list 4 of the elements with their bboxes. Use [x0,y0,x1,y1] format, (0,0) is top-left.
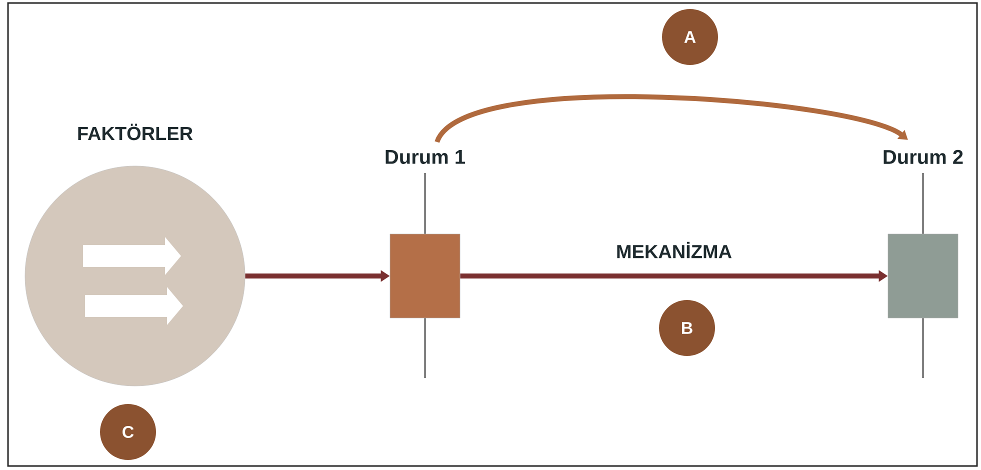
state-heading: Durum 1 [386,150,465,164]
state-heading: Durum 2 [884,150,963,164]
heading: FAKTÖRLER [78,124,193,140]
edge-label: MEKANİZMA [614,240,734,260]
